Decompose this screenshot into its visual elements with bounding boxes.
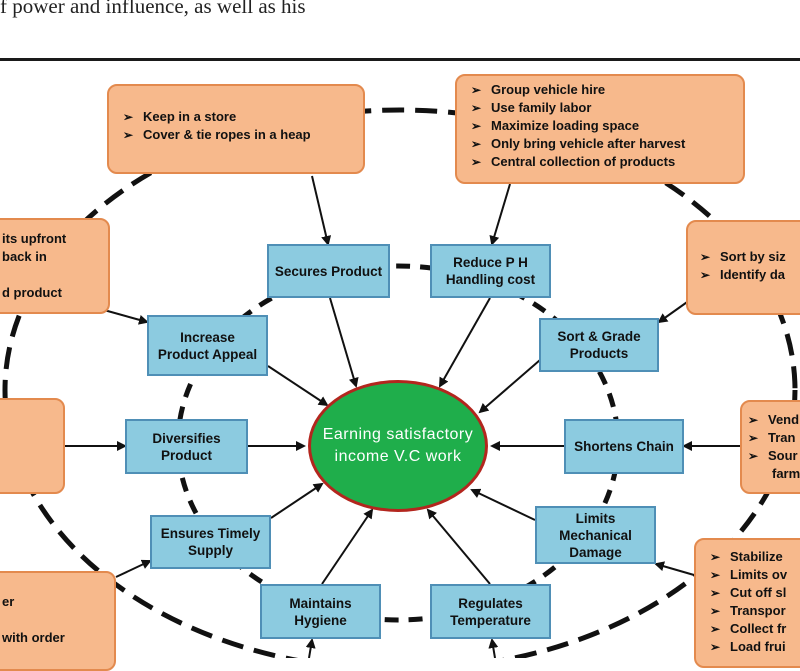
- note-item: d product: [2, 285, 62, 300]
- arrows-group: [65, 175, 740, 658]
- note-item: Limits ov: [708, 566, 800, 584]
- note-right-lower: Stabilize Limits ov Cut off sl Transpor …: [694, 538, 800, 668]
- note-item: Use family labor: [469, 99, 743, 117]
- arrow-leftupper-to-appeal: [103, 309, 149, 325]
- note-item: back in: [2, 249, 47, 264]
- arrow-topleft-to-secures: [311, 175, 332, 246]
- note-item-continuation: farm: [772, 466, 800, 481]
- note-item: Maximize loading space: [469, 117, 743, 135]
- note-right-middle: Vend Tran Sour farm: [740, 400, 800, 494]
- note-right-upper-list: Sort by siz Identify da: [698, 248, 800, 284]
- box-ensures-timely-supply: Ensures Timely Supply: [150, 515, 271, 569]
- divider-rule: [0, 58, 800, 61]
- note-left-upper-list: its upfront back in d product: [2, 230, 108, 302]
- note-item: Transpor: [708, 602, 800, 620]
- note-right-lower-list: Stabilize Limits ov Cut off sl Transpor …: [708, 548, 800, 656]
- arrow-sort-to-center: [478, 359, 541, 414]
- note-item: er: [2, 594, 15, 609]
- arrow-stub-bottom-left: [305, 638, 316, 658]
- note-item: Cover & tie ropes in a heap: [121, 126, 363, 144]
- note-item: Collect fr: [708, 620, 800, 638]
- box-limits-mechanical-damage: Limits Mechanical Damage: [535, 506, 656, 564]
- note-item: Central collection of products: [469, 153, 743, 171]
- arrow-temperature-to-center: [426, 508, 491, 585]
- note-item: Sour: [746, 447, 800, 465]
- arrow-secures-to-center: [329, 297, 359, 388]
- note-item: Cut off sl: [708, 584, 800, 602]
- note-top-left: Keep in a store Cover & tie ropes in a h…: [107, 84, 365, 174]
- arrow-appeal-to-center: [267, 365, 329, 407]
- note-item: farm: [746, 465, 800, 483]
- arrow-topright-to-reduce: [489, 183, 511, 246]
- arrow-damage-to-center: [470, 488, 536, 521]
- box-secures-product: Secures Product: [267, 244, 390, 298]
- note-item: Tran: [746, 429, 800, 447]
- arrow-stub-bottom-right: [488, 638, 499, 658]
- note-item: with order: [2, 630, 65, 645]
- center-goal: Earning satisfactory income V.C work: [308, 380, 488, 512]
- note-item: Vend: [746, 411, 800, 429]
- note-right-upper: Sort by siz Identify da: [686, 220, 800, 315]
- note-item: Only bring vehicle after harvest: [469, 135, 743, 153]
- note-item: Identify da: [698, 266, 800, 284]
- note-item: Group vehicle hire: [469, 81, 743, 99]
- arrow-reduce-to-center: [439, 297, 491, 388]
- box-increase-product-appeal: Increase Product Appeal: [147, 315, 268, 376]
- box-reduce-handling-cost: Reduce P H Handling cost: [430, 244, 551, 298]
- box-shortens-chain: Shortens Chain: [564, 419, 684, 474]
- note-item: its upfront: [2, 231, 67, 246]
- note-item: Stabilize: [708, 548, 800, 566]
- note-right-middle-list: Vend Tran Sour farm: [746, 411, 800, 483]
- arrow-leftlower-to-supply: [115, 559, 152, 578]
- arrow-supply-to-center: [270, 482, 324, 519]
- arrow-hygiene-to-center: [321, 508, 374, 585]
- box-diversifies-product: Diversifies Product: [125, 419, 248, 474]
- note-item: [2, 611, 114, 629]
- note-item: Load frui: [708, 638, 800, 656]
- box-maintains-hygiene: Maintains Hygiene: [260, 584, 381, 639]
- note-top-left-list: Keep in a store Cover & tie ropes in a h…: [121, 108, 363, 144]
- note-left-middle: [0, 398, 65, 494]
- note-left-upper: its upfront back in d product: [0, 218, 110, 314]
- note-top-right: Group vehicle hire Use family labor Maxi…: [455, 74, 745, 184]
- note-item: [2, 266, 108, 284]
- note-left-lower-list: er with order: [2, 593, 114, 647]
- note-left-lower: er with order: [0, 571, 116, 671]
- box-sort-grade-products: Sort & Grade Products: [539, 318, 659, 372]
- box-regulates-temperature: Regulates Temperature: [430, 584, 551, 639]
- outer-dashed-ring: [2, 107, 798, 658]
- header-text: f power and influence, as well as his: [0, 0, 800, 54]
- note-item: Sort by siz: [698, 248, 800, 266]
- note-top-right-list: Group vehicle hire Use family labor Maxi…: [469, 81, 743, 171]
- note-item: Keep in a store: [121, 108, 363, 126]
- arrow-rightupper-to-sort: [657, 299, 691, 324]
- header-sentence: f power and influence, as well as his: [0, 0, 306, 18]
- arrow-rightlower-to-damage: [654, 561, 695, 576]
